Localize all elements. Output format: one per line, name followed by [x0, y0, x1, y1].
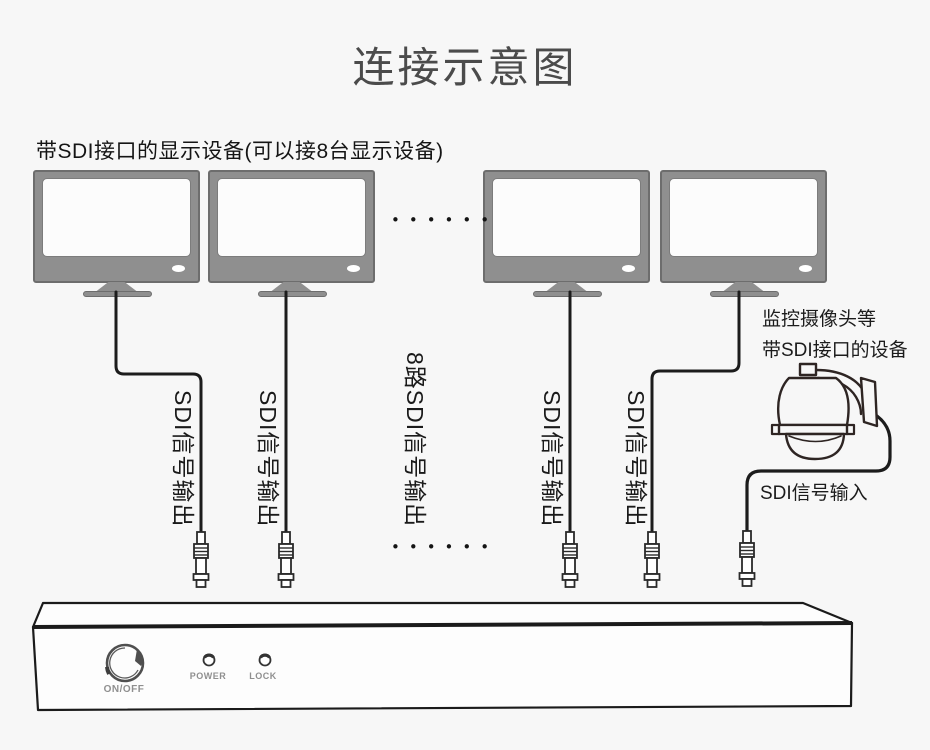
monitor-stand: [721, 282, 766, 293]
sdi-distributor-device: [31, 601, 854, 712]
monitor-screen: [669, 178, 818, 257]
monitor-base: [710, 291, 779, 297]
lock-led: [258, 653, 272, 667]
monitor-4: [660, 170, 827, 297]
bnc-connectors: [192, 530, 756, 588]
monitor-base: [258, 291, 327, 297]
monitor-power-led: [347, 265, 360, 272]
monitor-power-led: [172, 265, 185, 272]
monitor-stand: [94, 282, 139, 293]
cable-input: [745, 414, 892, 533]
monitor-base: [533, 291, 602, 297]
sdi-in-label: SDI信号输入: [760, 483, 868, 504]
monitor-body: [208, 170, 375, 283]
bnc-connector-4: [643, 531, 661, 588]
dome-camera-icon: [770, 362, 879, 461]
device-front-face: [31, 621, 854, 712]
display-devices-label: 带SDI接口的显示设备(可以接8台显示设备): [36, 140, 444, 163]
camera-label-line2: 带SDI接口的设备: [762, 340, 908, 361]
bnc-connector-1: [192, 531, 210, 588]
monitor-screen: [42, 178, 191, 257]
monitor-1: [33, 170, 200, 297]
ellipsis-dots-top: ••••••: [391, 211, 499, 229]
lock-label: LOCK: [249, 671, 277, 681]
monitor-3: [483, 170, 650, 297]
camera-label-line1: 监控摄像头等: [762, 309, 877, 330]
bnc-connector-2: [277, 531, 295, 588]
monitor-stand: [269, 282, 314, 293]
monitor-screen: [492, 178, 641, 257]
monitor-stand: [544, 282, 589, 293]
bnc-connector-input: [738, 530, 756, 587]
monitor-body: [660, 170, 827, 283]
ellipsis-dots-bottom: ••••••: [391, 538, 499, 556]
power-led: [202, 653, 216, 667]
monitor-2: [208, 170, 375, 297]
monitor-power-led: [799, 265, 812, 272]
monitor-power-led: [622, 265, 635, 272]
bnc-connector-3: [561, 531, 579, 588]
onoff-label: ON/OFF: [103, 684, 145, 695]
sdi-output-cables: [114, 290, 741, 534]
power-label: POWER: [189, 671, 227, 681]
cable-1: [114, 290, 203, 534]
onoff-knob: [105, 643, 145, 683]
cable-4: [650, 290, 741, 534]
monitor-body: [33, 170, 200, 283]
monitor-screen: [217, 178, 366, 257]
page-title: 连接示意图: [352, 44, 578, 91]
